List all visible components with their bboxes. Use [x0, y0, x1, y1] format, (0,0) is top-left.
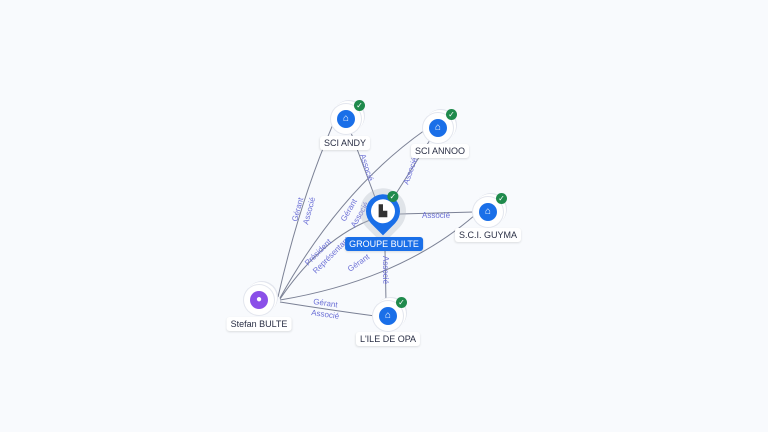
edge-label: Associé	[401, 156, 419, 186]
edge-label: Associé	[311, 308, 341, 321]
node-label[interactable]: S.C.I. GUYMA	[454, 228, 522, 242]
edge-stefan-annoo	[279, 129, 426, 299]
node-sci-andy[interactable]: ⌂ ✓	[331, 100, 365, 134]
node-label[interactable]: SCI ANDY	[319, 136, 371, 150]
verified-check-icon: ✓	[354, 100, 365, 111]
edge-label: Associé	[381, 256, 390, 285]
person-icon: ●	[250, 291, 268, 309]
node-sci-annoo[interactable]: ⌂ ✓	[423, 109, 457, 143]
node-label[interactable]: SCI ANNOO	[410, 144, 470, 158]
node-lile-de-opa[interactable]: ⌂ ✓	[373, 297, 407, 331]
building-icon: ⌂	[429, 119, 447, 137]
edge-groupe-opa	[384, 249, 387, 303]
edge-label: Gérant	[313, 297, 339, 309]
verified-check-icon: ✓	[387, 190, 399, 202]
verified-check-icon: ✓	[446, 109, 457, 120]
edge-label: Associé	[358, 153, 375, 183]
edge-stefan-opa	[279, 301, 376, 317]
verified-check-icon: ✓	[496, 193, 507, 204]
node-stefan-bulte[interactable]: ●	[244, 285, 274, 315]
node-label[interactable]: L'ILE DE OPA	[355, 332, 421, 346]
edge-groupe-guyma	[399, 211, 475, 215]
edge-label: Gérant	[346, 252, 372, 274]
building-icon: ▙	[371, 199, 395, 224]
node-sci-guyma[interactable]: ⌂ ✓	[473, 193, 507, 227]
node-label-main[interactable]: GROUPE BULTE	[345, 237, 423, 251]
node-label[interactable]: Stefan BULTE	[226, 317, 292, 331]
building-icon: ⌂	[479, 203, 497, 221]
verified-check-icon: ✓	[396, 297, 407, 308]
edge-label: Associé	[422, 211, 451, 220]
edge-stefan-groupe	[279, 219, 371, 300]
building-icon: ⌂	[337, 110, 355, 128]
building-icon: ⌂	[379, 307, 397, 325]
